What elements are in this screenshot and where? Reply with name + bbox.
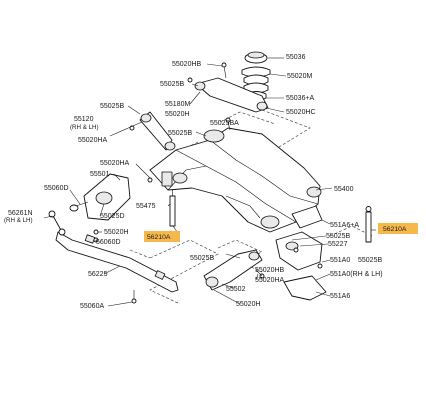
label-56261N: 56261N (8, 210, 33, 217)
lower-arm-right (275, 231, 327, 301)
rear-knuckle-left (69, 173, 131, 221)
label-551A6: 551A6 (330, 293, 350, 300)
label-55025BA: 55025BA (210, 120, 239, 127)
label-55025B-f: 55025B (358, 257, 382, 264)
label-551A0-rhlh: 551A0(RH & LH) (330, 271, 383, 278)
label-55025B-e: 55025B (190, 255, 214, 262)
label-55025D: 55025D (100, 213, 125, 220)
lower-link (203, 249, 263, 291)
highlight-left-label: 56210A (147, 234, 171, 241)
label-55120: 55120 (74, 116, 94, 123)
label-56261N-sub: (RH & LH) (4, 217, 33, 224)
label-55020HC: 55020HC (286, 109, 316, 116)
label-55020H: 55020H (165, 111, 190, 118)
label-55120-sub: (RH & LH) (70, 124, 99, 131)
label-55020H-c: 55020H (236, 301, 261, 308)
upper-link (194, 62, 269, 113)
label-551A6A: 551A6+A (330, 222, 359, 229)
suspension-member (149, 117, 322, 233)
label-55501: 55501 (90, 171, 110, 178)
label-55036A: 55036+A (286, 95, 315, 102)
label-55036: 55036 (286, 54, 306, 61)
highlight-callout-right[interactable]: 56210A (378, 223, 418, 234)
label-55020H-b: 55020H (104, 229, 129, 236)
label-55227: 55227 (328, 241, 348, 248)
label-55400: 55400 (334, 186, 354, 193)
shock-absorber-left (161, 171, 176, 227)
highlight-callout-left[interactable]: 56210A (144, 231, 180, 242)
label-55025B-c: 55025B (168, 130, 192, 137)
label-55020HA-a: 55020HA (78, 137, 108, 144)
shock-absorber-right (291, 205, 372, 243)
label-55060A: 55060A (80, 303, 104, 310)
label-55020HA-b: 55020HA (100, 160, 130, 167)
label-55020HA-c: 55020HA (255, 277, 285, 284)
label-55020HB-b: 55020HB (255, 267, 285, 274)
label-55020HB-top: 55020HB (172, 61, 202, 68)
label-55180M: 55180M (165, 101, 190, 108)
label-55025B-a: 55025B (160, 81, 184, 88)
label-55060D: 55060D (44, 185, 69, 192)
upper-arm (139, 111, 176, 151)
stabilizer-link (48, 210, 66, 236)
label-56060D: 56060D (96, 239, 121, 246)
label-551A0: 551A0 (330, 257, 350, 264)
stabilizer-bar (55, 231, 179, 304)
highlight-right-label: 56210A (383, 226, 407, 233)
label-55025B-d: 55025B (326, 233, 350, 240)
label-55475: 55475 (136, 203, 156, 210)
label-55020M: 55020M (287, 73, 312, 80)
part-labels: 55036 55020M 55036+A 55020HC 55020HB 550… (4, 54, 383, 310)
label-56225: 56225 (88, 271, 108, 278)
label-55502: 55502 (226, 286, 246, 293)
label-55025B-b: 55025B (100, 103, 124, 110)
